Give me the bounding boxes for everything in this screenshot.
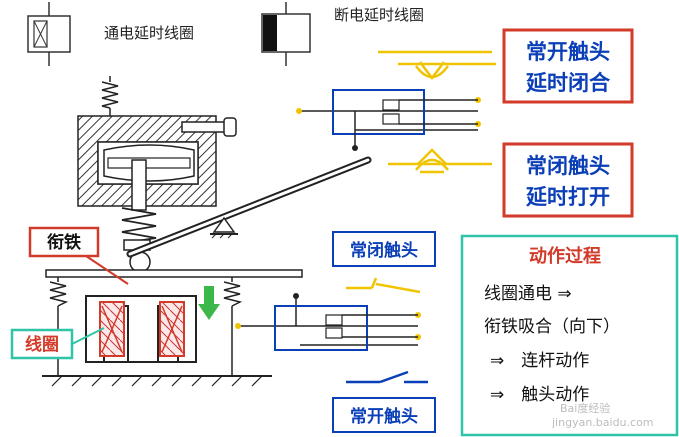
nc-delayed-open-line2: 延时打开: [525, 185, 610, 209]
upper-contact-box: [296, 89, 481, 151]
ground-base: [42, 375, 272, 387]
process-step-3: ⇒ 连杆动作: [490, 351, 589, 371]
down-arrow-icon: [198, 286, 220, 320]
on-delay-coil-label: 通电延时线圈: [104, 24, 194, 42]
no-instant-label: 常开触头: [350, 406, 418, 427]
lever: [126, 156, 372, 258]
off-delay-coil-symbol: [261, 2, 311, 66]
armature-label: 衔铁: [47, 232, 81, 253]
no-instant-frame: [332, 397, 436, 433]
delayed-open-frame: [502, 142, 634, 218]
coil-label: 线圈: [25, 334, 59, 355]
left-return-spring: [49, 277, 69, 376]
off-delay-coil-label: 断电延时线圈: [334, 6, 424, 24]
process-box: [460, 234, 679, 437]
nc-delayed-open-symbol: [388, 148, 492, 174]
no-delayed-close-line2: 延时闭合: [525, 71, 611, 95]
nc-instant-symbol: [346, 277, 421, 294]
process-title: 动作过程: [529, 245, 601, 267]
tower-spring: [121, 207, 157, 243]
air-damper-body: [77, 115, 217, 211]
process-step-2: 衔铁吸合（向下）: [484, 317, 620, 337]
on-delay-coil-symbol: [27, 2, 71, 66]
watermark-url: jingyan.baidu.com: [551, 416, 654, 429]
armature-callout: [28, 226, 129, 285]
right-return-spring: [223, 277, 243, 376]
nc-delayed-open-line1: 常闭触头: [526, 154, 610, 178]
lower-contact-box: [235, 293, 421, 351]
nc-instant-label: 常闭触头: [350, 240, 418, 261]
armature-plate: [45, 269, 303, 278]
process-step-1: 线圈通电 ⇒: [484, 284, 572, 304]
coil-callout: [10, 327, 105, 360]
no-instant-symbol: [346, 370, 428, 384]
delayed-close-frame: [502, 28, 634, 104]
process-step-4: ⇒ 触头动作: [490, 385, 589, 405]
air-damper-spring: [101, 76, 119, 118]
nc-instant-frame: [332, 231, 436, 267]
watermark-logo: Bai度经验: [560, 401, 610, 415]
no-delayed-close-symbol: [378, 50, 496, 81]
no-delayed-close-line1: 常开触头: [526, 40, 610, 64]
coil-windings: [99, 301, 185, 357]
adjust-screw: [181, 117, 237, 137]
